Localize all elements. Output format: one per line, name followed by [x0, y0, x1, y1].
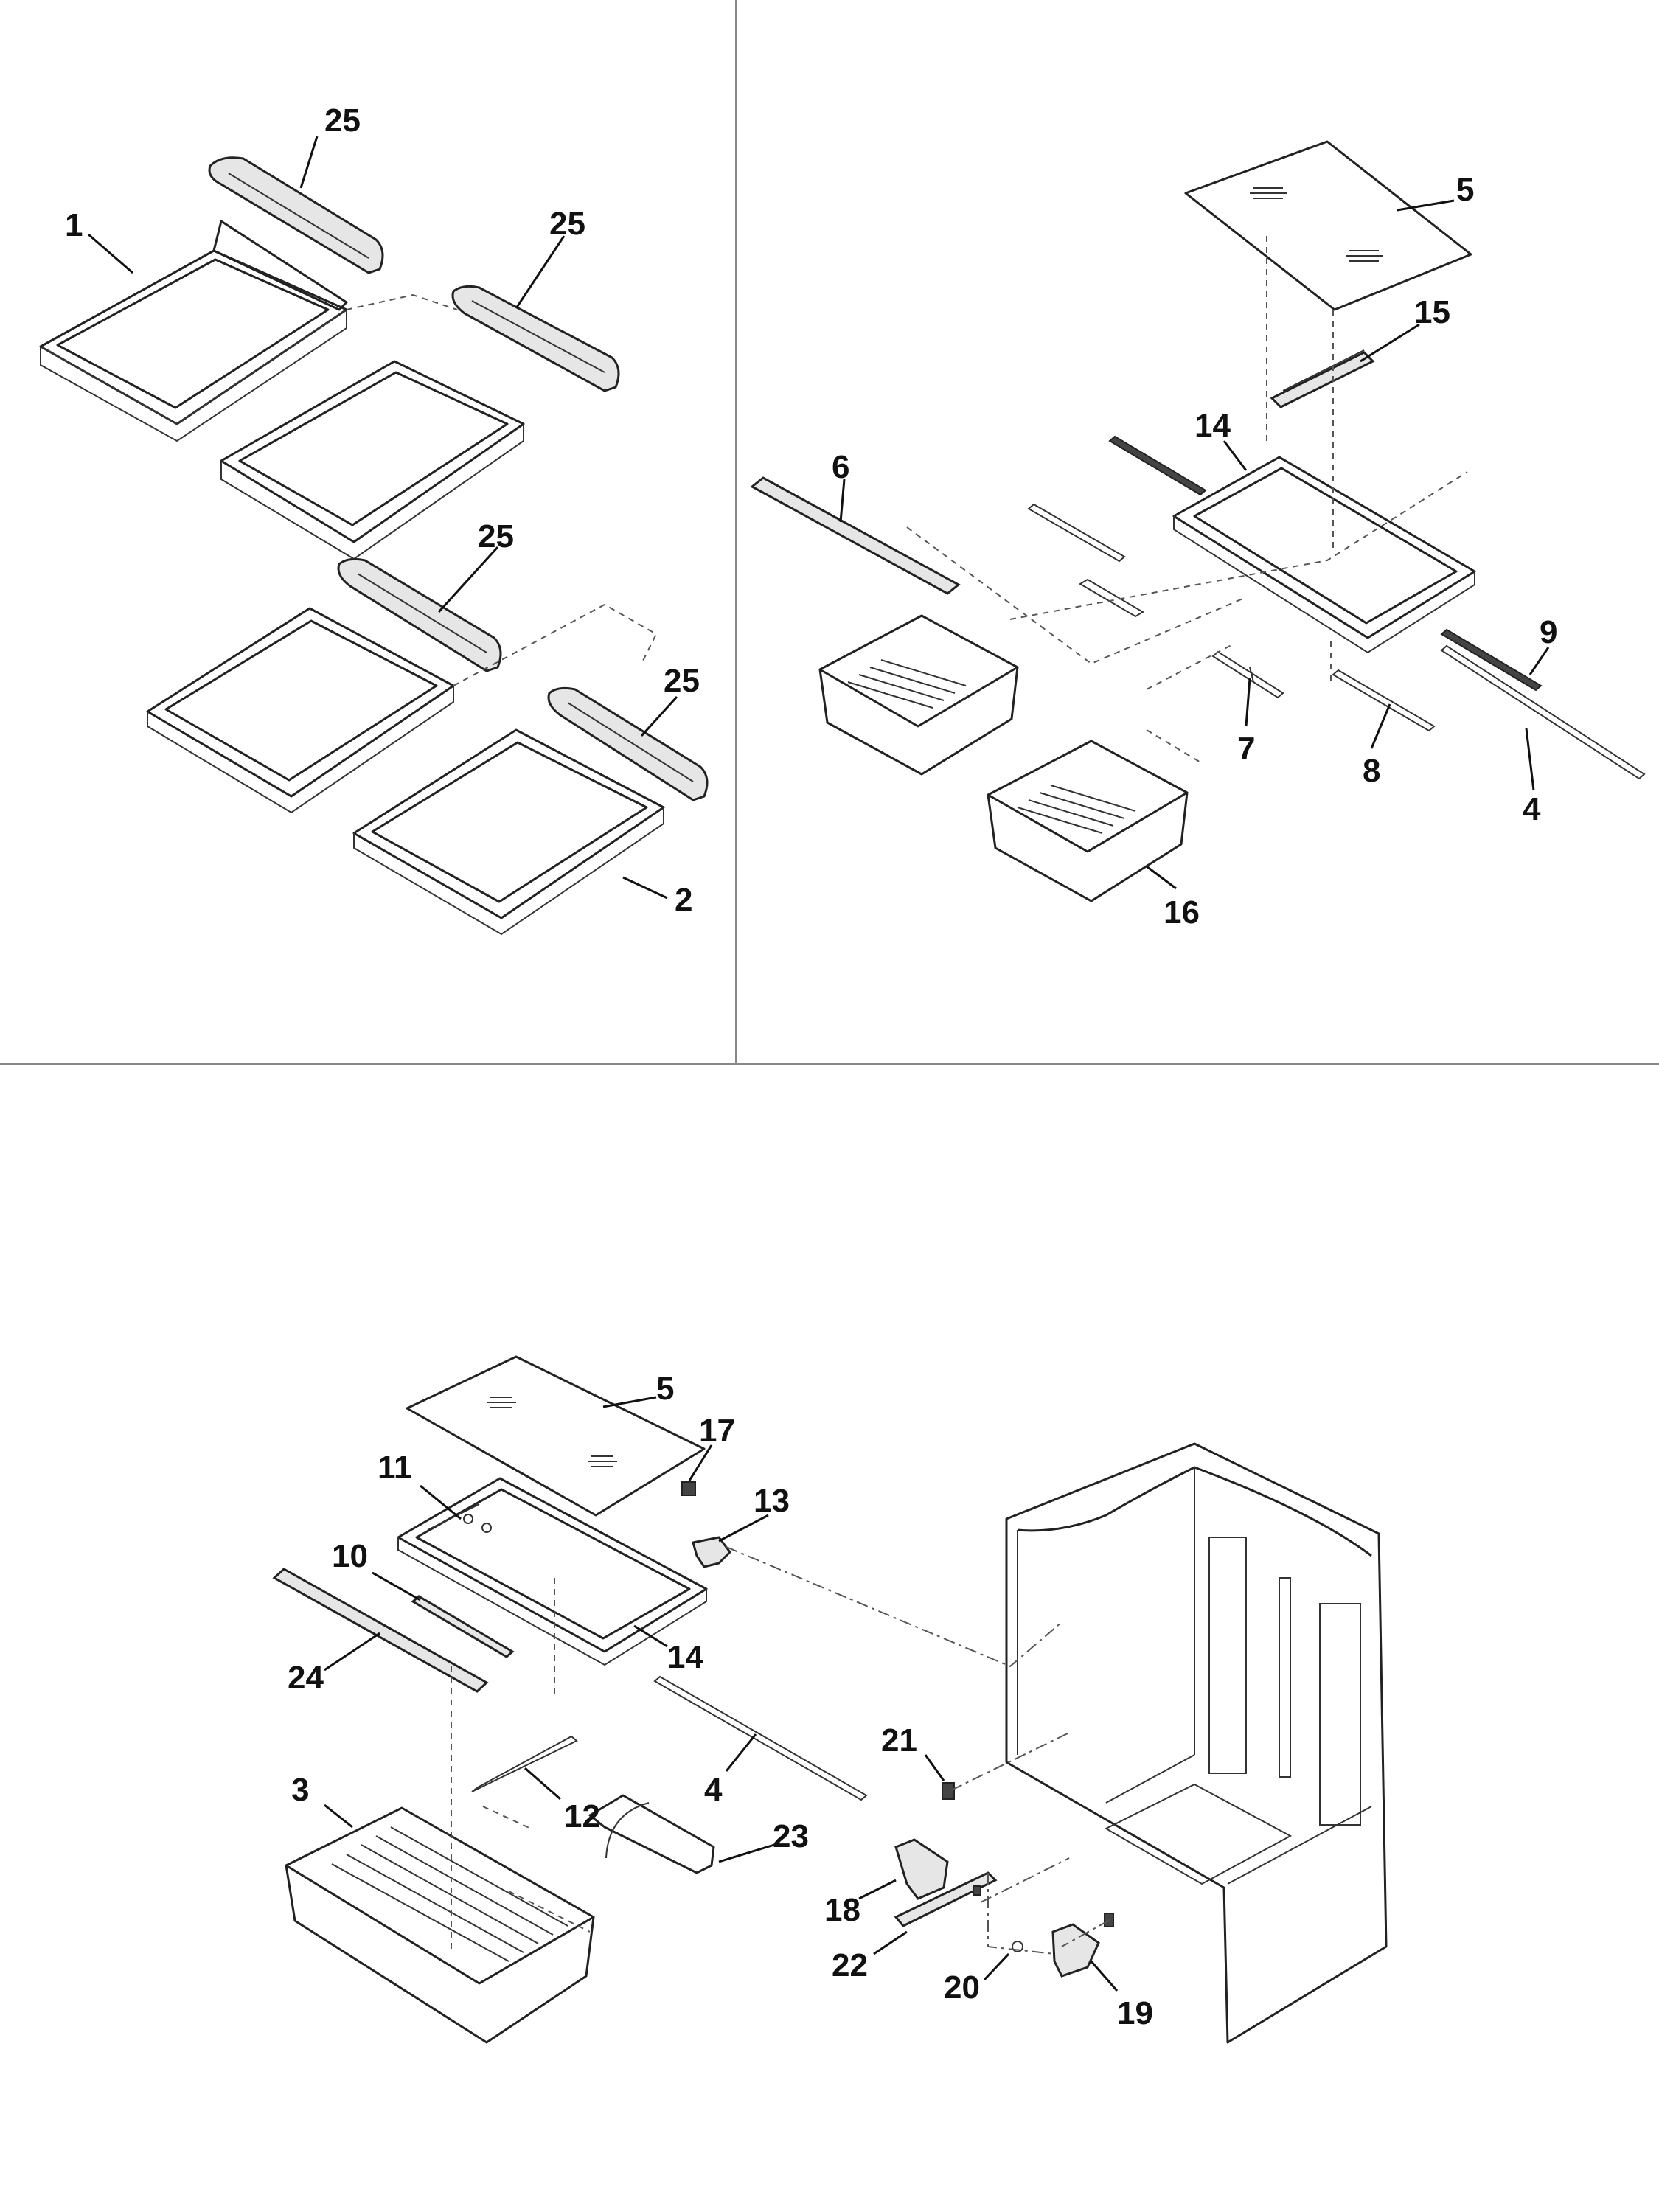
- part-23-cover: [588, 1794, 715, 1874]
- part-19-bracket: [1051, 1923, 1100, 1978]
- callout-25-a: 25: [324, 102, 361, 139]
- part-5-glass-b: [406, 1355, 706, 1517]
- callout-17: 17: [699, 1413, 735, 1449]
- callout-25-b: 25: [549, 206, 585, 242]
- callout-20: 20: [944, 1969, 980, 2006]
- callout-13: 13: [754, 1483, 790, 1519]
- callout-22: 22: [832, 1947, 868, 1983]
- callout-10: 10: [332, 1538, 368, 1574]
- part-24-rail: [272, 1568, 489, 1693]
- part-25-trim-b: [451, 285, 620, 392]
- part-8-rail: [1332, 669, 1436, 732]
- callout-8: 8: [1363, 753, 1380, 789]
- callout-21: 21: [881, 1722, 917, 1759]
- part-15-bracket: [1270, 349, 1375, 408]
- part-18-bracket: [894, 1838, 949, 1900]
- part-1-shelf: [39, 220, 348, 442]
- callout-25-c: 25: [478, 518, 514, 554]
- part-14-frame-b: [397, 1477, 708, 1666]
- callout-19: 19: [1117, 1995, 1153, 2031]
- part-3-deli-drawer: [285, 1806, 595, 2044]
- callout-5-a: 5: [1456, 172, 1474, 208]
- callout-25-d: 25: [664, 663, 700, 699]
- part-4-rail-a: [1440, 644, 1646, 780]
- part-cabinet-liner: [1005, 1442, 1388, 2044]
- callout-12: 12: [564, 1798, 600, 1834]
- callout-11: 11: [378, 1450, 412, 1486]
- callout-3: 3: [291, 1772, 309, 1808]
- part-22-bracket: [894, 1871, 998, 1927]
- callout-4-a: 4: [1523, 791, 1541, 827]
- part-6-rail: [750, 476, 961, 595]
- part-shelf-third: [146, 607, 455, 814]
- part-13-bracket: [692, 1536, 731, 1568]
- callout-4-b: 4: [704, 1772, 723, 1808]
- callout-14-b: 14: [667, 1639, 703, 1675]
- callout-15: 15: [1414, 294, 1450, 330]
- callout-18: 18: [824, 1892, 860, 1928]
- callout-14-a: 14: [1194, 408, 1231, 444]
- part-crisper-drawer-upper: [818, 614, 1019, 776]
- part-21-clip: [942, 1782, 955, 1800]
- panel-bottom-deli-assembly: 5 17 11 13 10 14 24 21 4 3 12 23 18 22 2…: [272, 1355, 1388, 2044]
- callout-5-b: 5: [656, 1371, 674, 1407]
- part-25-trim-c: [337, 557, 502, 672]
- part-4-rail-b: [653, 1675, 868, 1801]
- callout-6: 6: [832, 449, 849, 485]
- callout-7: 7: [1237, 731, 1255, 767]
- part-25-trim-a: [208, 156, 384, 274]
- callout-1: 1: [65, 207, 83, 243]
- part-20-screw: [1012, 1941, 1023, 1952]
- callout-9: 9: [1540, 614, 1557, 650]
- callout-2: 2: [675, 882, 692, 918]
- part-9-rail: [1440, 628, 1543, 692]
- panel-top-right-crispers: 5 15 14 6 9 7 8 4 16: [750, 140, 1646, 931]
- callout-16: 16: [1164, 894, 1200, 931]
- part-17-clip: [681, 1481, 696, 1496]
- panel-top-left-shelves: 25 1 25 25 25 2: [39, 102, 709, 936]
- part-14-frame-a: [1172, 456, 1476, 654]
- part-5-glass-a: [1184, 140, 1472, 311]
- part-2-shelf: [352, 728, 665, 936]
- callout-23: 23: [773, 1818, 809, 1854]
- part-25-trim-d: [547, 686, 709, 801]
- part-16-crisper-drawer: [987, 740, 1189, 902]
- callout-24: 24: [288, 1660, 324, 1696]
- part-12-bracket: [471, 1735, 578, 1792]
